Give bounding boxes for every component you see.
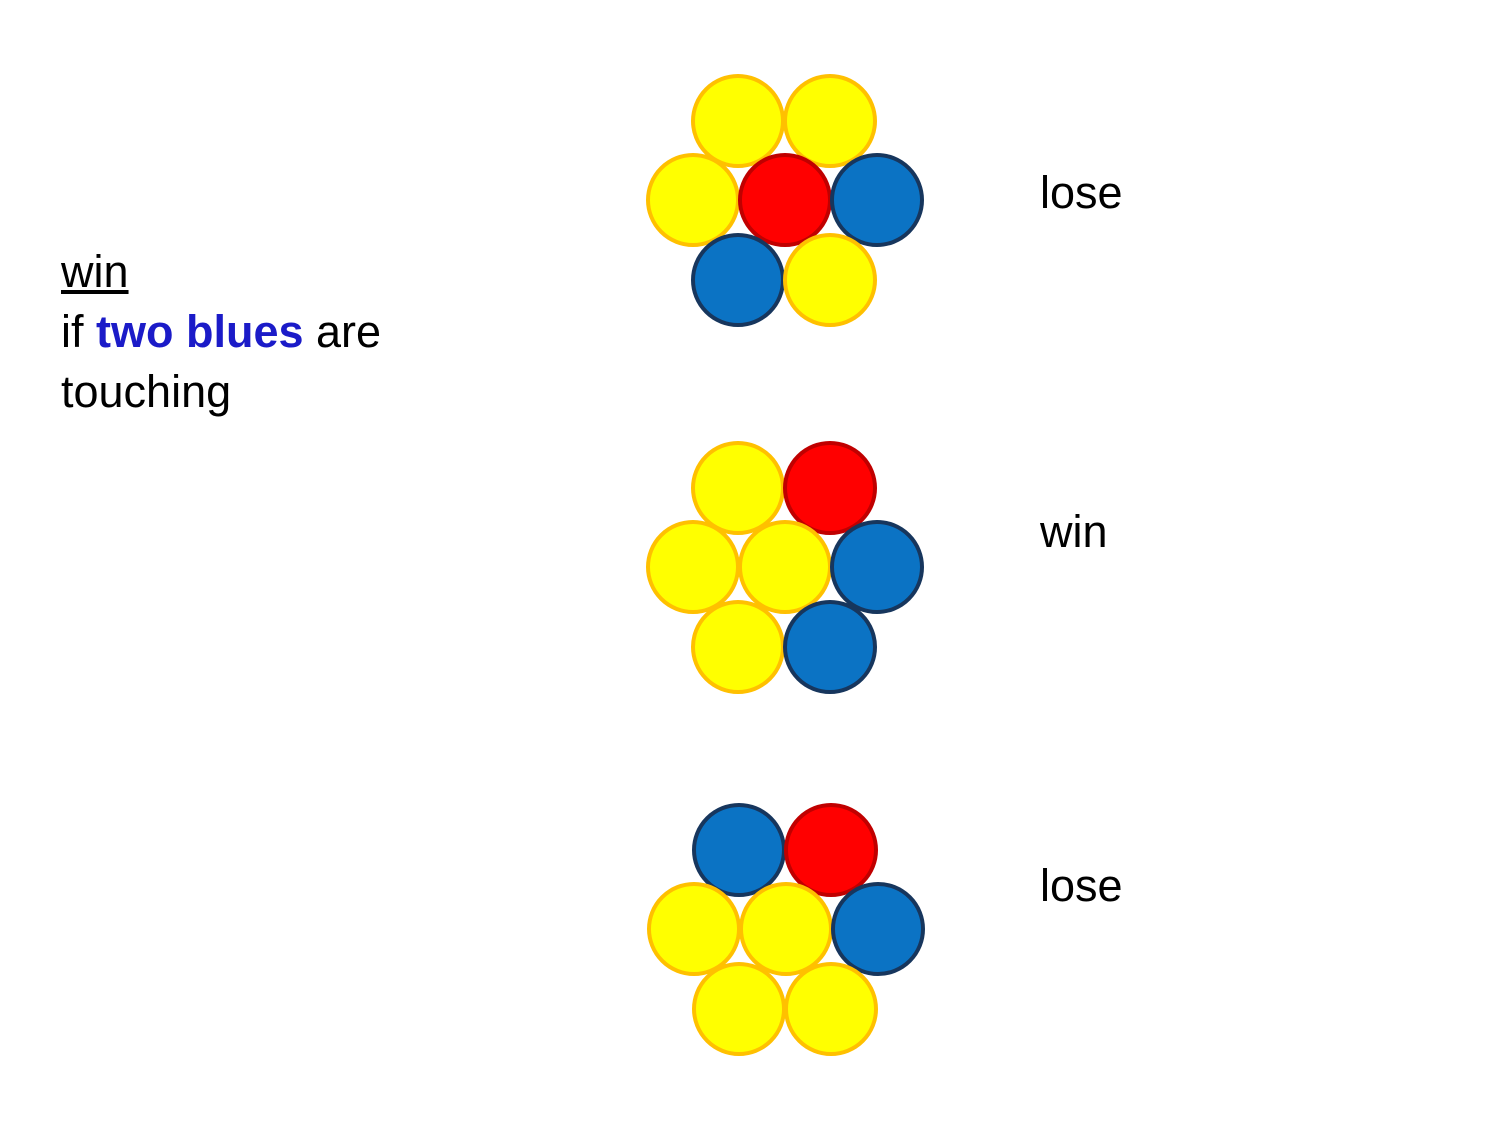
blue-counter-circle [831, 882, 925, 976]
rule-line-win: win [61, 242, 381, 302]
yellow-counter-circle [646, 153, 740, 247]
yellow-counter-circle [783, 233, 877, 327]
rule-condition-suffix: are [303, 306, 382, 357]
red-counter-circle [738, 153, 832, 247]
blue-counter-circle [830, 520, 924, 614]
yellow-counter-circle [647, 882, 741, 976]
rule-line-condition: if two blues are [61, 302, 381, 362]
red-counter-circle [783, 441, 877, 535]
outcome-label-top: lose [1040, 167, 1123, 218]
yellow-counter-circle [646, 520, 740, 614]
blue-counter-circle [830, 153, 924, 247]
rule-line-touching: touching [61, 366, 232, 417]
yellow-counter-circle [692, 962, 786, 1056]
rule-text: win if two blues are touching [61, 242, 381, 422]
rule-condition-prefix: if [61, 306, 97, 357]
blue-counter-circle [692, 803, 786, 897]
yellow-counter-circle [784, 962, 878, 1056]
yellow-counter-circle [739, 882, 833, 976]
yellow-counter-circle [691, 74, 785, 168]
yellow-counter-circle [691, 600, 785, 694]
yellow-counter-circle [691, 441, 785, 535]
outcome-label-bottom: lose [1040, 860, 1123, 911]
rule-condition-highlight: two blues [96, 306, 304, 357]
yellow-counter-circle [738, 520, 832, 614]
blue-counter-circle [783, 600, 877, 694]
rule-win-word: win [61, 246, 129, 297]
yellow-counter-circle [783, 74, 877, 168]
blue-counter-circle [691, 233, 785, 327]
outcome-label-middle: win [1040, 506, 1108, 557]
red-counter-circle [784, 803, 878, 897]
